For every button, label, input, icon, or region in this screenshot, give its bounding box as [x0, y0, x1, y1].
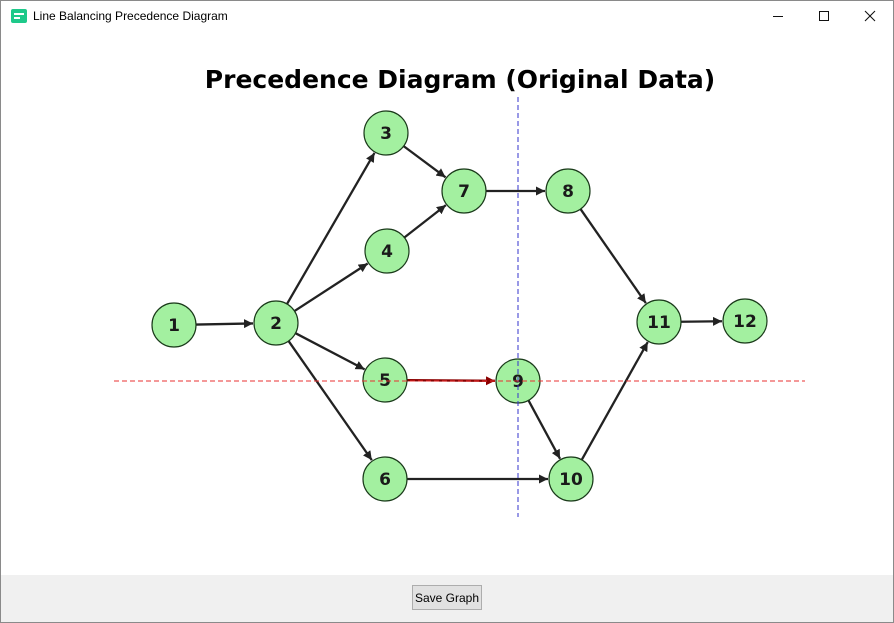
edge-2-5 [294, 332, 366, 371]
save-graph-button[interactable]: Save Graph [412, 585, 482, 610]
node-1: 1 [151, 302, 197, 348]
title-bar[interactable]: Line Balancing Precedence Diagram [1, 1, 893, 31]
node-label-12: 12 [733, 312, 757, 332]
node-label-11: 11 [647, 313, 671, 333]
node-4: 4 [364, 228, 410, 274]
minimize-button[interactable] [755, 1, 801, 31]
node-label-10: 10 [559, 470, 583, 490]
edge-1-2 [195, 319, 254, 329]
edge-2-3 [286, 152, 376, 305]
diagram-title: Precedence Diagram (Original Data) [204, 65, 716, 94]
node-label-7: 7 [458, 182, 470, 202]
node-11: 11 [636, 299, 682, 345]
edge-3-7 [402, 145, 447, 179]
node-label-6: 6 [379, 470, 391, 490]
node-label-4: 4 [381, 242, 393, 262]
edge-2-6 [287, 340, 373, 461]
node-7: 7 [441, 168, 487, 214]
close-icon [864, 10, 876, 22]
node-10: 10 [548, 456, 594, 502]
node-label-5: 5 [379, 371, 391, 391]
footer-bar: Save Graph [1, 575, 893, 622]
edge-8-11 [579, 208, 647, 304]
edge-4-7 [403, 204, 447, 239]
maximize-button[interactable] [801, 1, 847, 31]
node-label-3: 3 [380, 124, 392, 144]
edge-10-11 [580, 341, 649, 461]
node-5: 5 [362, 357, 408, 403]
node-label-8: 8 [562, 182, 574, 202]
node-label-1: 1 [168, 316, 180, 336]
node-8: 8 [545, 168, 591, 214]
close-button[interactable] [847, 1, 893, 31]
app-icon [11, 9, 27, 23]
node-2: 2 [253, 300, 299, 346]
node-label-2: 2 [270, 314, 282, 334]
minimize-icon [773, 16, 783, 17]
node-6: 6 [362, 456, 408, 502]
edge-9-10 [527, 399, 562, 460]
node-12: 12 [722, 298, 768, 344]
edge-2-4 [293, 262, 369, 312]
window-title: Line Balancing Precedence Diagram [33, 9, 228, 23]
edge-5-9 [406, 376, 496, 386]
node-3: 3 [363, 110, 409, 156]
maximize-icon [819, 11, 829, 21]
